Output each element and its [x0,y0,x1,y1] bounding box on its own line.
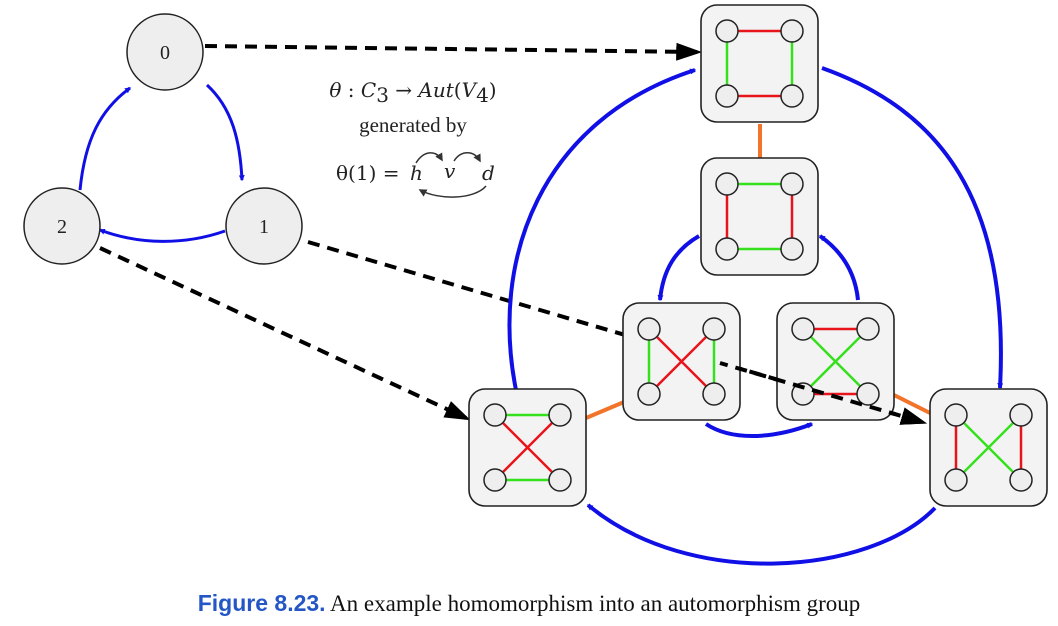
inner-arrow-top-to-left [657,234,701,302]
cycle-arrow-d-to-h [418,185,487,198]
inner-arrow-right-to-top [818,234,860,301]
homomorphism-annotation: θ : C3 → Aut(V4) generated by θ(1) = h v… [329,78,497,198]
outer-arrow-left-to-top [507,68,697,391]
homomorphism-mappings [99,42,927,425]
automorphism-cycles [507,66,1004,566]
theta-one-equation: θ(1) = [336,161,400,185]
theta-one-lhs: θ(1) = [336,161,400,185]
group-node-2-label: 2 [57,216,67,238]
colon-symbol: : [341,78,360,102]
theta-definition: θ : C3 → Aut(V4) [329,78,496,107]
generator-d: d [482,161,495,185]
inner-arrow-left-to-right [704,422,814,438]
v4-graph-inner-right [776,302,895,421]
edge-1-to-2 [98,228,226,243]
orange-edge-right [891,392,933,416]
v4-graph-inner-top [700,157,819,276]
cyclic-group-subscript: 3 [376,83,389,107]
outer-arrow-top-to-right [821,66,1004,390]
group-node-1: 1 [225,187,303,265]
v4-graph-top [700,4,819,123]
map-0-arrow [204,42,703,61]
orange-edge-left [585,400,625,420]
cycle-arrow-h-to-v [415,152,443,164]
v4-graph-bottom-right [929,388,1048,507]
map-1-arrow [307,240,927,425]
generator-h: h [410,161,423,185]
cyclic-group-symbol: C [361,78,376,102]
cyclic-group-graph: 0 1 2 [23,13,303,265]
aut-symbol: Aut [416,78,454,102]
outer-arrow-right-to-left [586,503,937,566]
figure-caption: Figure 8.23. An example homomorphism int… [0,590,1058,617]
figure-caption-text: An example homomorphism into an automorp… [330,591,861,616]
klein-group-subscript: 4 [476,83,489,107]
cycle-arrow-v-to-d [453,152,481,163]
edge-0-to-1 [205,83,245,182]
generated-by-text: generated by [359,113,467,137]
open-paren: ( [454,78,462,102]
klein-group-symbol: V [462,78,479,102]
map-2-arrow [99,246,471,421]
v4-graph-bottom-left [468,388,587,507]
generator-v: v [444,159,456,183]
group-node-0-label: 0 [160,42,170,64]
v4-graph-inner-left [622,302,741,421]
map-1-arrow-overlay [719,361,927,425]
edge-2-to-0 [78,86,131,191]
figure-caption-label: Figure 8.23. [197,590,326,616]
diagram-canvas: 0 1 2 θ : C3 → Aut(V4) generated by θ(1)… [23,4,1048,566]
group-node-2: 2 [23,187,101,265]
maps-to-arrow: → [389,78,418,102]
theta-symbol: θ [329,78,341,102]
group-node-1-label: 1 [259,216,269,238]
close-paren: ) [489,78,497,102]
group-node-0: 0 [126,13,204,91]
